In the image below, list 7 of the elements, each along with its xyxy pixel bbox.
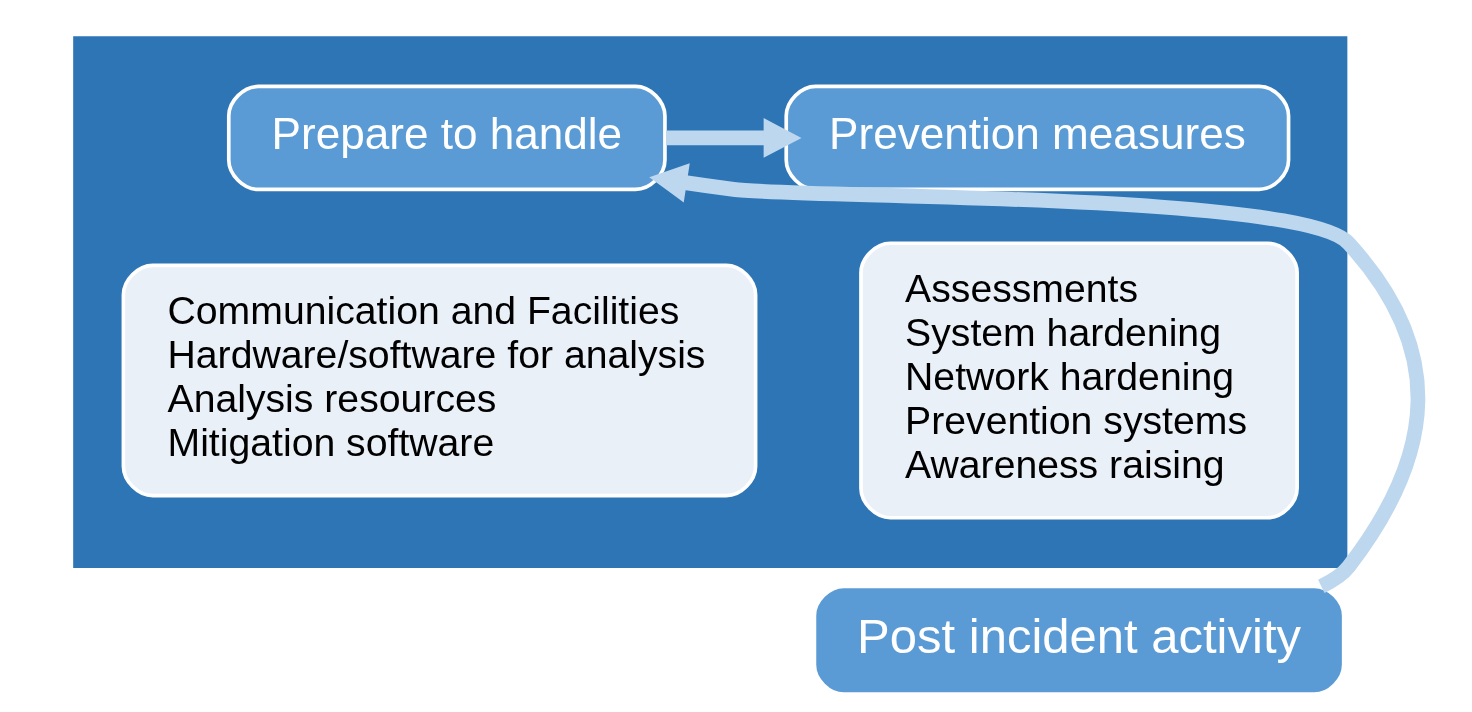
arrow xyxy=(648,163,1425,593)
node-box: Assessments System hardening Network hardening Prevention systems Awareness raising xyxy=(858,241,1299,520)
node-box: Prepare to handle xyxy=(226,84,667,192)
arrow xyxy=(665,118,801,158)
cluster xyxy=(72,36,1347,568)
node-box: Communication and Facilities Hardware/software for analysis Analysis resources Mitigation software xyxy=(121,263,757,498)
node-box: Prevention measures xyxy=(783,84,1290,192)
